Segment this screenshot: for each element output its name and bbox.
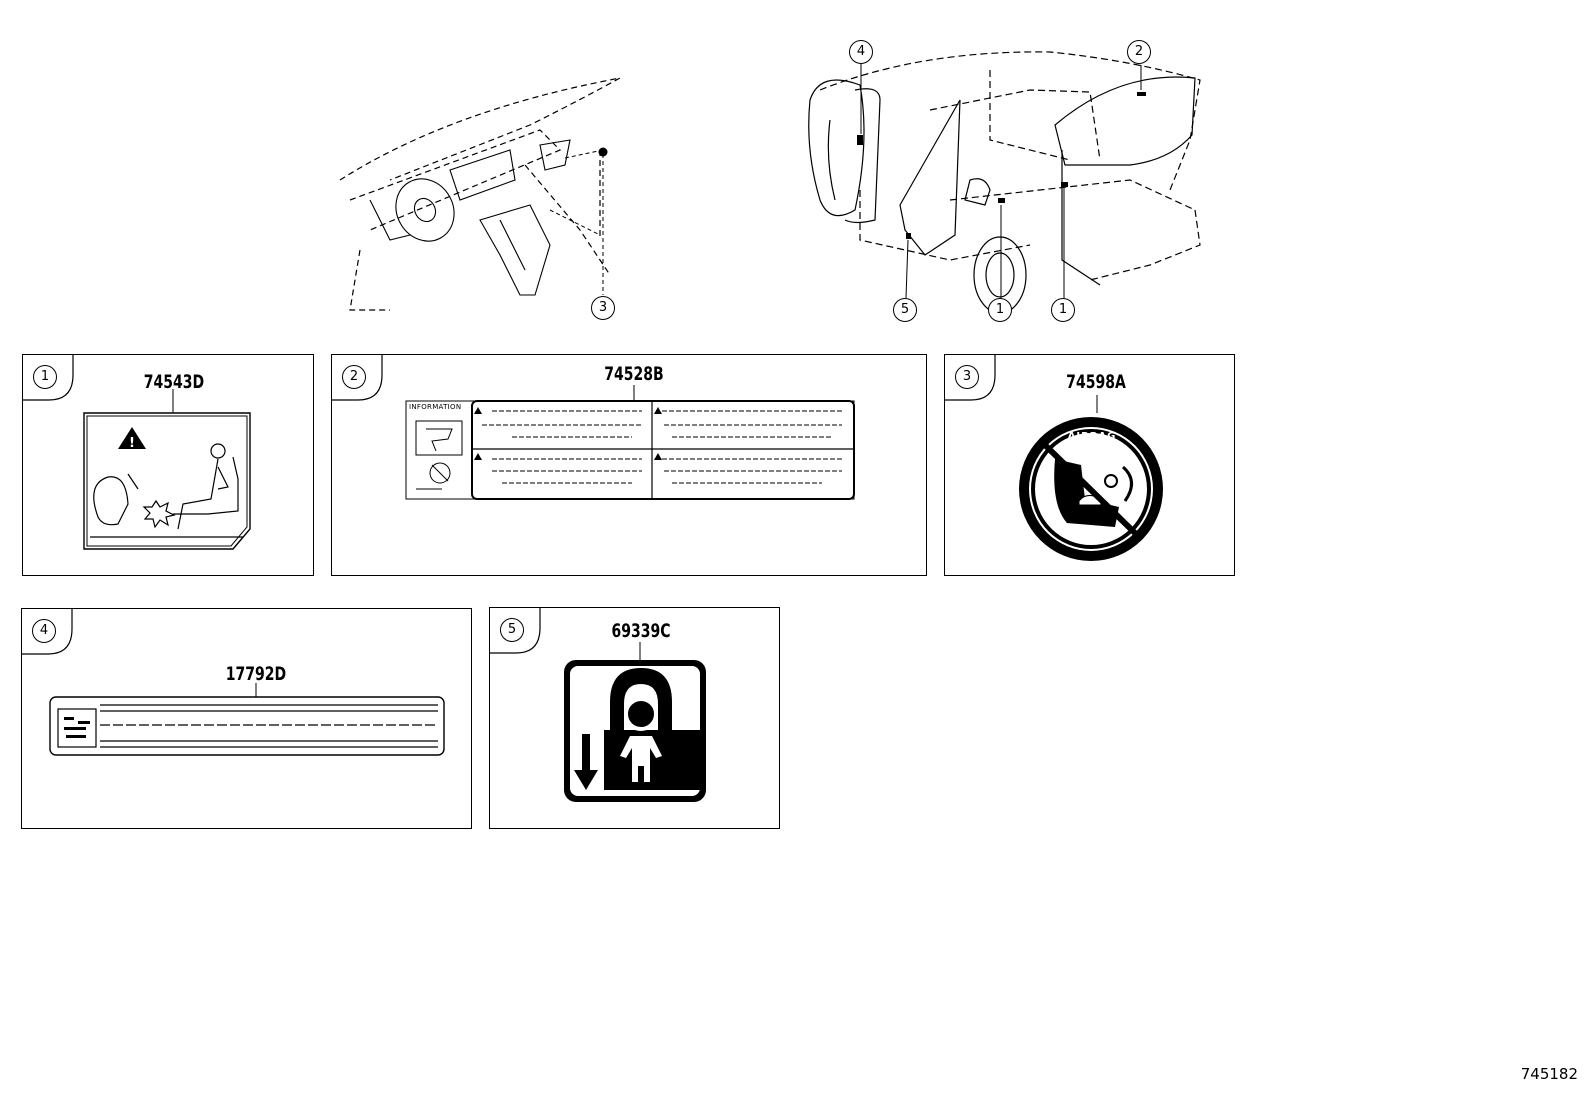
diagram-reference-number: 745182 (1520, 1065, 1578, 1083)
label-panel-4: 4 17792D (21, 608, 472, 829)
panel-tab (490, 608, 541, 654)
label-panel-1: 1 74543D ! (22, 354, 314, 576)
vehicle-illustration (808, 51, 1201, 314)
panel-index: 5 (500, 618, 524, 642)
panel-index: 2 (342, 365, 366, 389)
label-panel-2: 2 74528B (331, 354, 927, 576)
information-label-illustration (405, 385, 855, 500)
information-header: INFORMATION (409, 403, 462, 411)
part-number: 74528B (604, 363, 664, 385)
callout-1-pillar: 1 (1051, 298, 1075, 322)
seat-warning-label-illustration: ! (83, 389, 251, 550)
svg-text:!: ! (129, 436, 135, 451)
part-number: 74598A (1066, 371, 1126, 393)
panel-tab (945, 355, 996, 401)
panel-index: 1 (33, 365, 57, 389)
airbag-warning-badge (1019, 395, 1163, 561)
callout-3-dashboard: 3 (591, 296, 615, 320)
panel-tab (22, 609, 73, 655)
panel-index: 3 (955, 365, 979, 389)
callout-2-hatch: 2 (1127, 40, 1151, 64)
callout-1-pillar: 1 (988, 298, 1012, 322)
part-number: 17792D (225, 663, 287, 685)
callout-4-door: 4 (849, 40, 873, 64)
part-number: 74543D (143, 371, 205, 393)
airbag-text: AIRBAG (1067, 431, 1117, 442)
panel-tab (332, 355, 383, 401)
label-panel-3: 3 74598A AIRBAG (944, 354, 1235, 576)
label-panel-5: 5 69339C (489, 607, 780, 829)
child-lock-label (564, 642, 706, 802)
information-strip-label (49, 683, 445, 756)
callout-5-sill: 5 (893, 298, 917, 322)
part-number: 69339C (611, 620, 671, 642)
panel-index: 4 (32, 619, 56, 643)
panel-tab (23, 355, 74, 401)
dashboard-illustration (339, 77, 621, 311)
